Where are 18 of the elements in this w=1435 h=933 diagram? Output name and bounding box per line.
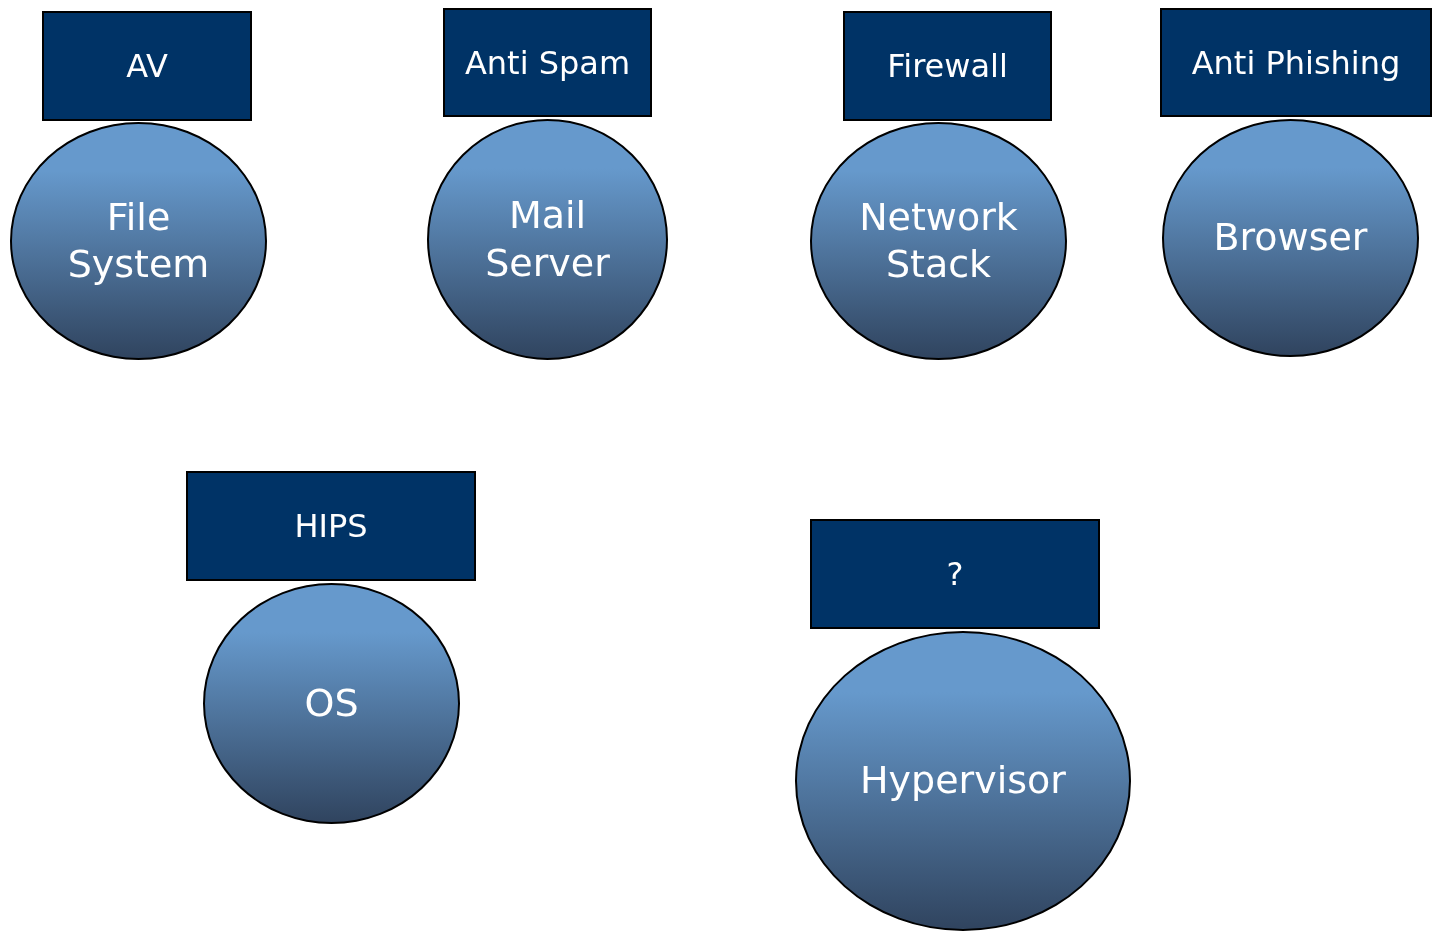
node-label: Hypervisor [860, 757, 1066, 805]
node-label: File System [66, 193, 211, 288]
node-label: AV [126, 47, 168, 85]
label-box [810, 519, 1100, 629]
node-label: Browser [1213, 214, 1368, 262]
label-box [843, 11, 1052, 121]
node-label: HIPS [294, 507, 368, 545]
node-label: OS [304, 679, 359, 727]
label-box [1160, 8, 1432, 117]
node-label: Mail Server [484, 192, 611, 287]
node-label: ? [946, 555, 964, 593]
label-box [186, 471, 476, 581]
node-label: Network Stack [858, 193, 1019, 288]
node-label: Anti Phishing [1191, 43, 1401, 82]
node-label: Anti Spam [464, 43, 631, 82]
node-label: Firewall [887, 47, 1008, 85]
label-box [443, 8, 652, 117]
label-box [42, 11, 252, 121]
